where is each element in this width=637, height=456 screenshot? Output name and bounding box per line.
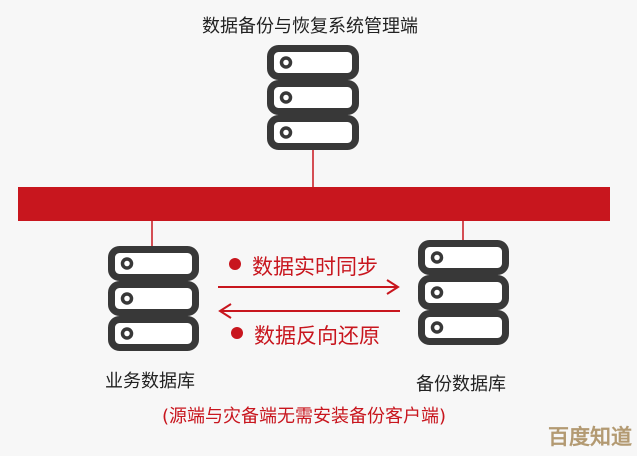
server-unit	[267, 115, 359, 150]
server-led-icon	[279, 126, 293, 139]
server-unit	[418, 275, 509, 310]
sync-label: 数据实时同步	[252, 255, 378, 279]
restore-bullet-icon	[231, 327, 243, 339]
management-server-icon	[267, 45, 359, 150]
network-bus	[18, 187, 610, 221]
server-unit	[267, 80, 359, 115]
server-unit	[267, 45, 359, 80]
sync-bullet-icon	[229, 258, 241, 270]
sync-arrow	[218, 279, 400, 295]
note: (源端与灾备端无需安装备份客户端)	[162, 406, 447, 427]
server-led-icon	[120, 292, 134, 305]
server-unit	[418, 240, 509, 275]
server-led-icon	[279, 56, 293, 69]
source-db-label: 业务数据库	[105, 371, 195, 392]
source-db-server-icon	[108, 246, 199, 351]
server-led-icon	[120, 327, 134, 340]
server-led-icon	[430, 321, 444, 334]
server-unit	[108, 281, 199, 316]
server-led-icon	[279, 91, 293, 104]
server-unit	[108, 316, 199, 351]
server-unit	[108, 246, 199, 281]
server-led-icon	[120, 257, 134, 270]
server-unit	[418, 310, 509, 345]
restore-arrow	[218, 303, 400, 319]
backup-db-label: 备份数据库	[416, 374, 506, 395]
watermark: 百度知道	[548, 425, 632, 449]
server-led-icon	[430, 251, 444, 264]
backup-db-server-icon	[418, 240, 509, 345]
management-title: 数据备份与恢复系统管理端	[202, 16, 418, 37]
restore-label: 数据反向还原	[254, 324, 380, 348]
server-led-icon	[430, 286, 444, 299]
